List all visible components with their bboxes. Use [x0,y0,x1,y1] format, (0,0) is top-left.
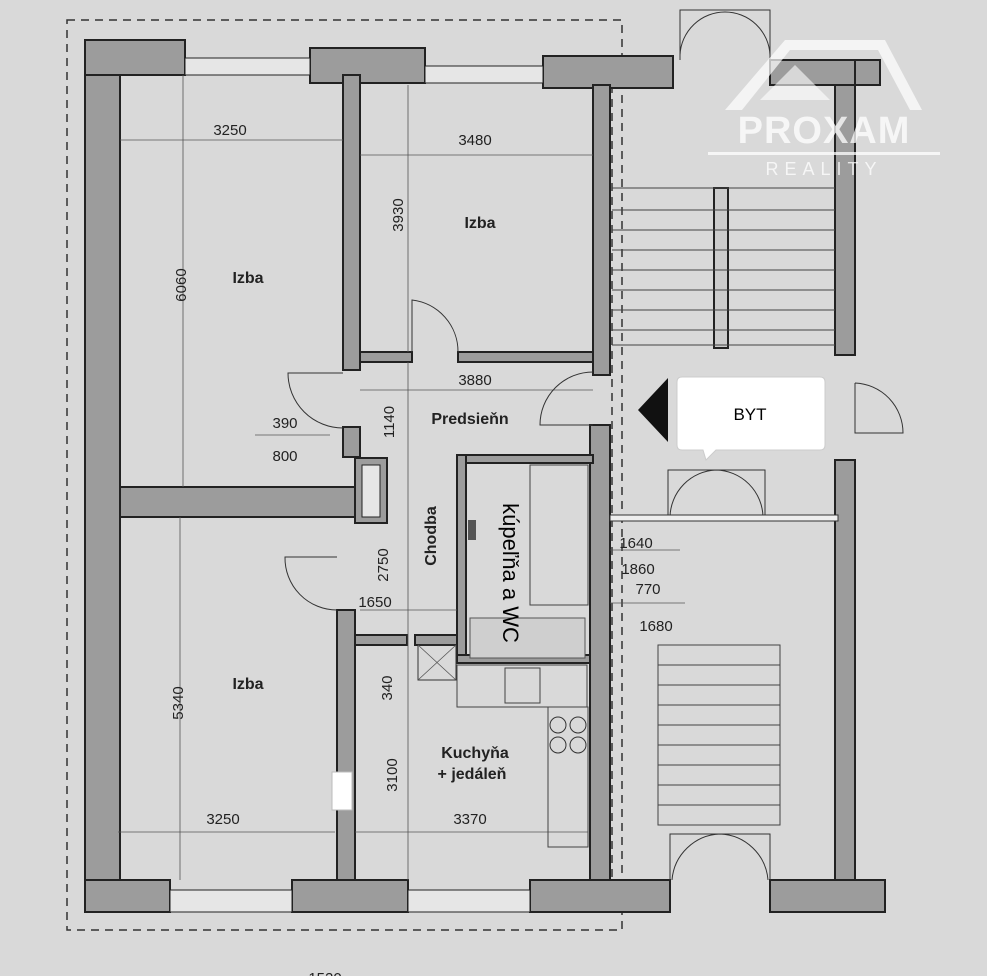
dim-label: 3480 [458,132,491,149]
dimension-lines [118,75,685,880]
logo-sub: REALITY [765,159,882,179]
dim-label: 770 [635,581,660,598]
dim-label: 340 [379,675,396,700]
room-label-kuchyna: Kuchyňa [441,745,509,762]
dim-label: 1140 [381,406,398,438]
apartment-outline [66,19,623,931]
fixtures [331,464,589,848]
stairs [612,187,835,826]
proxam-logo: PROXAM REALITY [708,40,940,179]
dim-label: 1860 [621,561,654,578]
dim-label: 1640 [619,535,652,552]
dim-label: 800 [272,448,297,465]
byt-callout: BYT [676,376,826,461]
logo-name: PROXAM [738,110,911,152]
callout-text: BYT [733,405,766,424]
dim-label: 5340 [170,686,187,719]
room-label-predsien: Predsieňn [431,411,508,428]
room-label-jedalen: + jedáleň [438,766,507,783]
room-label-chodba: Chodba [423,506,440,566]
dim-label: 3930 [390,198,407,231]
dim-label: 390 [272,415,297,432]
dim-label: 3250 [206,811,239,828]
dim-label: 1680 [639,618,672,635]
room-label-kupelna: kúpeľňa a WC [498,503,523,643]
doors [284,9,904,881]
entrance-arrow-icon [638,378,668,442]
dim-label: 3370 [453,811,486,828]
dim-label: 2750 [375,548,392,581]
dim-label: 6060 [173,268,190,301]
dim-label: 1520 [308,970,341,976]
dim-label: 3100 [384,758,401,791]
room-label-izba-bottom-left: Izba [232,676,263,693]
dim-label: 3880 [458,372,491,389]
room-label-izba-top-middle: Izba [464,215,495,232]
room-label-izba-top-left: Izba [232,270,263,287]
walls [84,39,886,913]
dim-label: 3250 [213,122,246,139]
dim-label: 1650 [358,594,391,611]
